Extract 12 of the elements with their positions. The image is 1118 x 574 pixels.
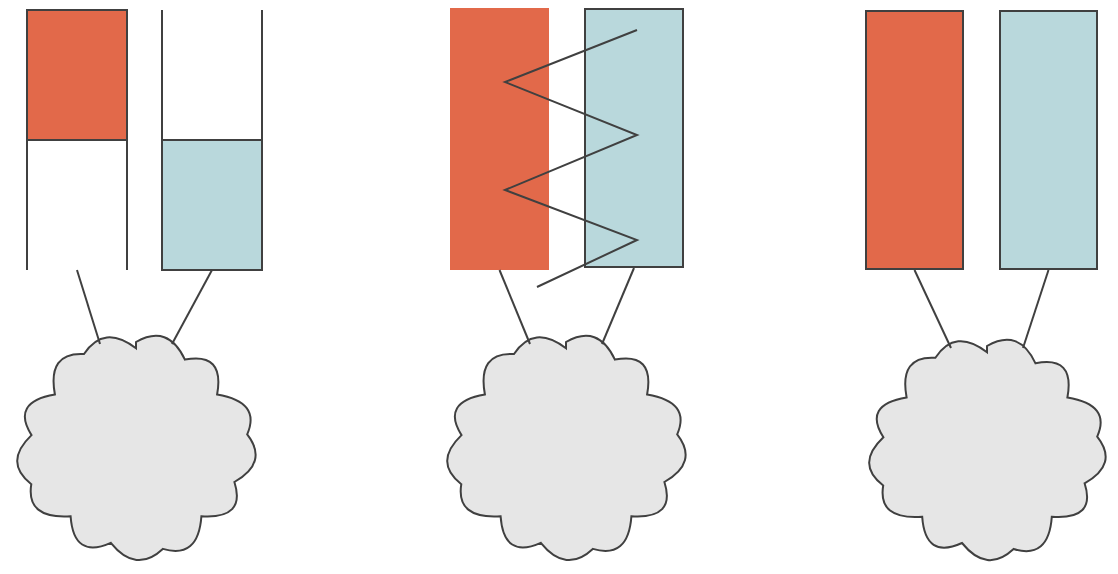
filled-column (999, 10, 1098, 270)
connector-line (601, 267, 635, 345)
filled-column (162, 10, 262, 270)
filled-column (584, 8, 684, 268)
connector-line (76, 269, 101, 345)
connector-line (171, 269, 213, 345)
connector-line (1022, 269, 1050, 349)
connector-line (498, 269, 531, 345)
filled-column (450, 8, 549, 270)
filled-column (865, 10, 964, 270)
connector-line (913, 269, 952, 349)
filled-column (27, 10, 127, 270)
